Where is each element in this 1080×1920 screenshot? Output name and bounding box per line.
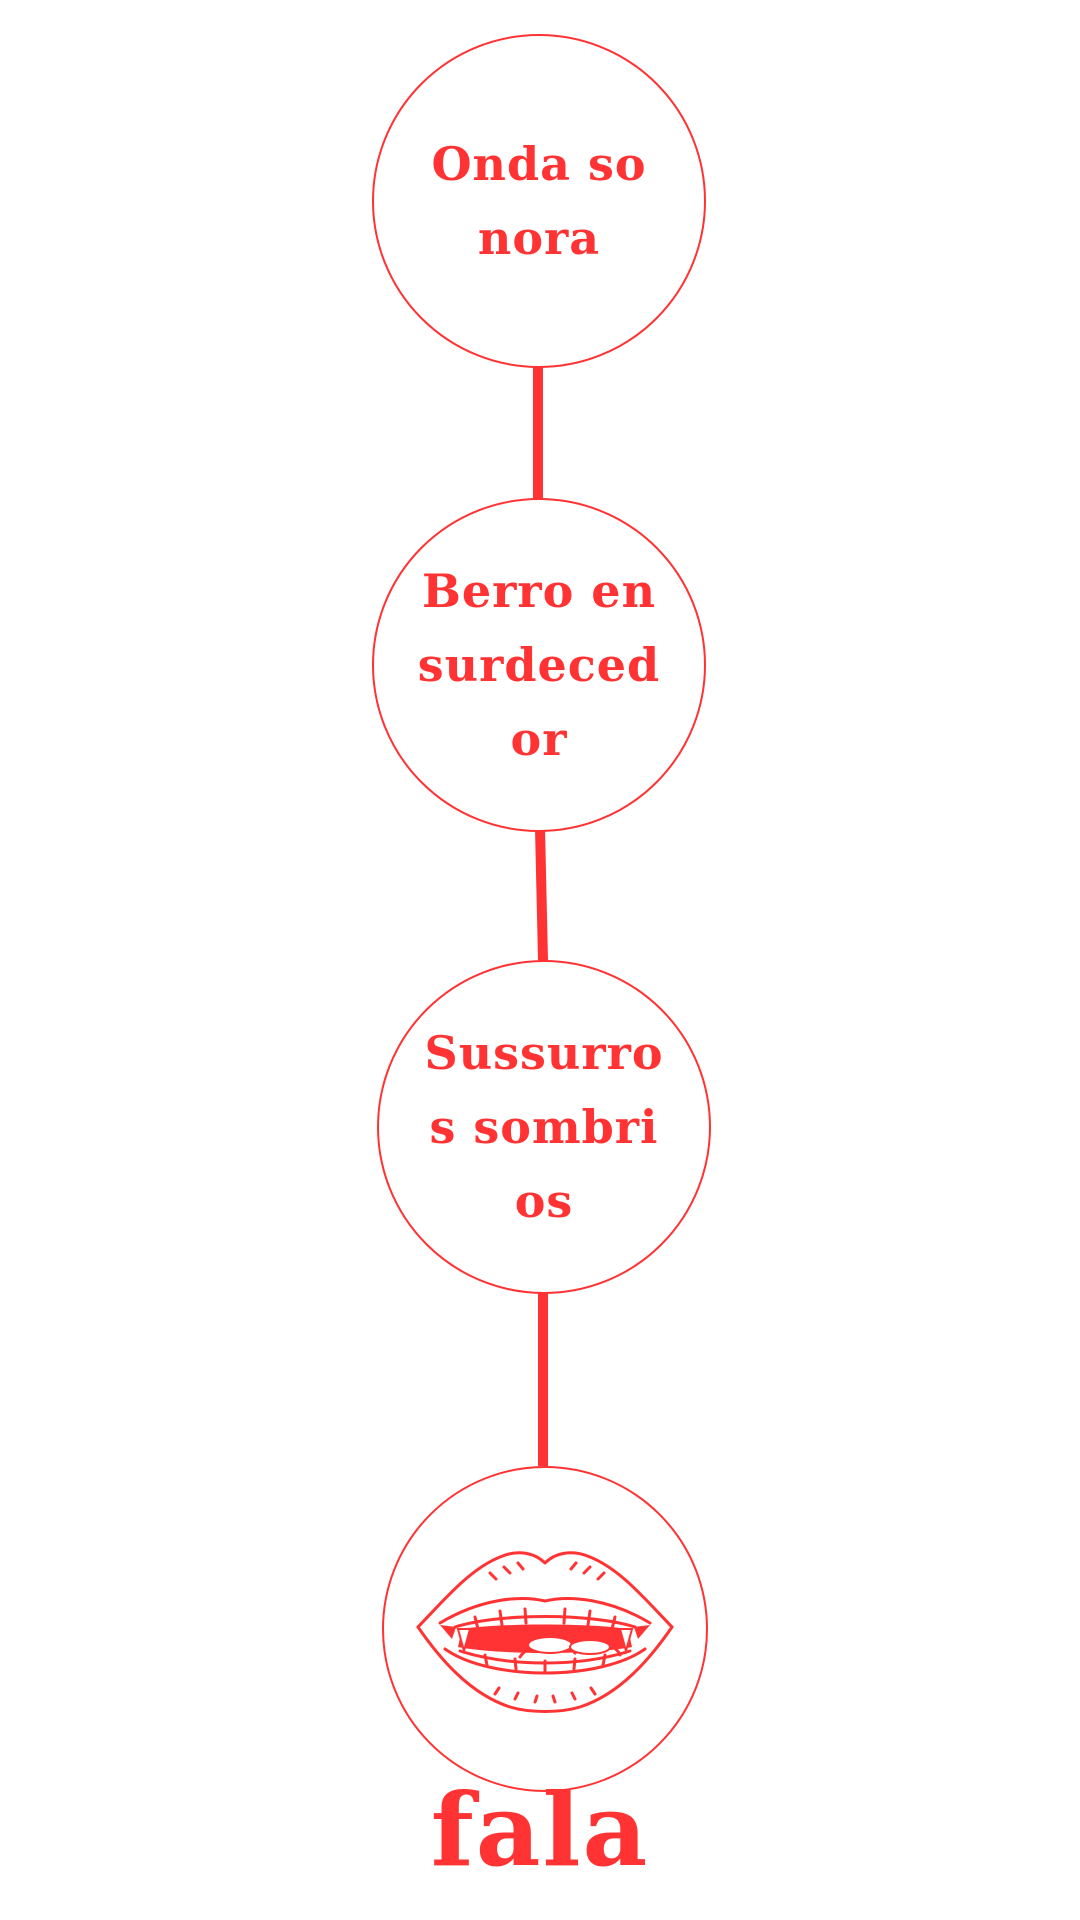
connector-line-1 bbox=[533, 364, 543, 500]
caption-title: fala bbox=[430, 1771, 650, 1889]
node-sussurros-sombrios: Sussurros sombrios bbox=[377, 960, 711, 1294]
vampire-mouth-icon bbox=[416, 1551, 674, 1713]
node-mouth bbox=[382, 1466, 708, 1792]
node-label: Onda sonora bbox=[431, 137, 647, 265]
node-onda-sonora: Onda sonora bbox=[372, 34, 706, 368]
node-label: Berro ensurdecedor bbox=[417, 564, 661, 766]
node-label: Sussurros sombrios bbox=[424, 1026, 664, 1228]
connector-line-3 bbox=[538, 1290, 548, 1466]
node-berro-ensurdecedor: Berro ensurdecedor bbox=[372, 498, 706, 832]
connector-line-2 bbox=[535, 827, 549, 965]
